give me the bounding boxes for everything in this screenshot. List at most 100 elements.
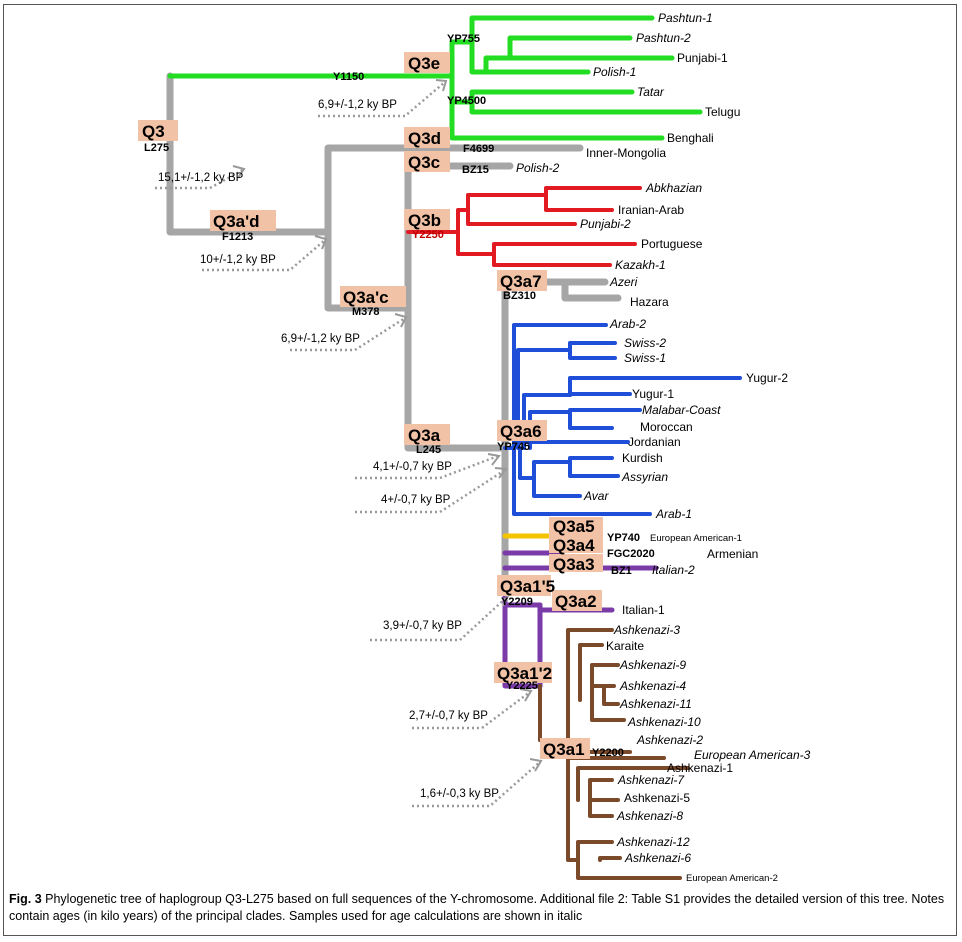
clade-q3c: Q3c xyxy=(408,153,440,172)
snp-y2200: Y2200 xyxy=(592,747,624,759)
leaf-ashkenazi-10: Ashkenazi-10 xyxy=(627,715,701,729)
clade-q3ad: Q3a'd xyxy=(213,212,260,231)
leaf-european-american-3: European American-3 xyxy=(694,748,811,762)
clade-q3a5: Q3a5 xyxy=(553,517,595,536)
snp-l275: L275 xyxy=(144,142,169,154)
clade-q3a2: Q3a2 xyxy=(555,592,597,611)
leaf-tatar: Tatar xyxy=(637,85,665,99)
leaf-telugu: Telugu xyxy=(705,105,740,119)
snp-yp745: YP745 xyxy=(497,441,530,453)
leaf-european-american-1: European American-1 xyxy=(650,533,742,544)
snp-l245: L245 xyxy=(416,444,441,456)
clade-q3a12: Q3a1'2 xyxy=(497,664,552,683)
leaf-portuguese: Portuguese xyxy=(641,237,703,251)
leaf-inner-mongolia: Inner-Mongolia xyxy=(586,146,666,160)
clade-q3a3: Q3a3 xyxy=(553,555,595,574)
leaf-pashtun-2: Pashtun-2 xyxy=(636,31,691,45)
snp-f4699: F4699 xyxy=(463,143,494,155)
leaf-kurdish: Kurdish xyxy=(622,451,663,465)
leaf-european-american-2: European American-2 xyxy=(686,873,778,884)
snp-yp755: YP755 xyxy=(447,33,480,45)
leaf-ashkenazi-9: Ashkenazi-9 xyxy=(619,658,686,672)
clade-q3a6: Q3a6 xyxy=(500,422,542,441)
clade-q3ac: Q3a'c xyxy=(343,288,389,307)
root-branches xyxy=(166,72,622,584)
leaf-ashkenazi-4: Ashkenazi-4 xyxy=(619,679,686,693)
age-arrows xyxy=(155,81,541,808)
leaf-arab-1: Arab-1 xyxy=(655,507,692,521)
leaf-ashkenazi-8: Ashkenazi-8 xyxy=(616,809,683,823)
leaf-ashkenazi-5: Ashkenazi-5 xyxy=(624,791,690,805)
snp-labels: L275 Y1150 YP755 YP4500 F4699 BZ15 Y2250… xyxy=(144,33,655,759)
snp-yp740: YP740 xyxy=(607,532,640,544)
clade-q3a1: Q3a1 xyxy=(543,740,585,759)
clade-q3a7: Q3a7 xyxy=(500,272,542,291)
age-q3a12: 2,7+/-0,7 ky BP xyxy=(409,710,488,722)
clade-names: Q3 Q3e Q3d Q3c Q3b Q3a'd Q3a'c Q3a7 Q3a … xyxy=(142,54,597,759)
snp-m378: M378 xyxy=(352,306,380,318)
leaf-polish-1: Polish-1 xyxy=(593,65,636,79)
age-q3a1: 1,6+/-0,3 ky BP xyxy=(420,788,499,800)
age-q3: 15,1+/-1,2 ky BP xyxy=(158,172,244,184)
leaf-polish-2: Polish-2 xyxy=(516,161,560,175)
clade-q3b: Q3b xyxy=(408,211,441,230)
age-q3ad: 10+/-1,2 ky BP xyxy=(200,254,276,266)
leaf-yugur-2: Yugur-2 xyxy=(746,371,788,385)
snp-yp4500: YP4500 xyxy=(447,95,486,107)
leaf-pashtun-1: Pashtun-1 xyxy=(658,11,713,25)
snp-y2225: Y2225 xyxy=(506,680,538,692)
leaf-hazara: Hazara xyxy=(630,295,669,309)
leaf-ashkenazi-11: Ashkenazi-11 xyxy=(619,697,692,711)
clade-q3a: Q3a xyxy=(408,426,441,445)
clade-q3e: Q3e xyxy=(408,54,440,73)
leaf-yugur-1: Yugur-1 xyxy=(632,387,674,401)
snp-fgc2020: FGC2020 xyxy=(607,548,655,560)
leaf-ashkenazi-7: Ashkenazi-7 xyxy=(617,773,685,787)
leaf-kazakh-1: Kazakh-1 xyxy=(615,258,666,272)
age-arrowheads xyxy=(232,79,543,772)
leaf-arab-2: Arab-2 xyxy=(609,317,646,331)
figure-caption: Fig. 3 Phylogenetic tree of haplogroup Q… xyxy=(9,891,949,925)
clade-q3d: Q3d xyxy=(408,129,441,148)
leaf-karaite: Karaite xyxy=(606,639,644,653)
leaf-ashkenazi-12: Ashkenazi-12 xyxy=(616,835,690,849)
snp-y2209: Y2209 xyxy=(501,596,533,608)
leaf-swiss-1: Swiss-1 xyxy=(624,351,666,365)
q3e-branches xyxy=(167,15,703,141)
q3b-branches xyxy=(406,186,642,267)
snp-y2250: Y2250 xyxy=(412,229,444,241)
snp-f1213: F1213 xyxy=(222,231,253,243)
leaf-jordanian: Jordanian xyxy=(628,435,681,449)
leaf-italian-1: Italian-1 xyxy=(622,603,665,617)
leaf-italian-2: Italian-2 xyxy=(652,563,695,577)
age-q3e: 6,9+/-1,2 ky BP xyxy=(318,99,397,111)
leaf-labels: Pashtun-1 Pashtun-2 Punjabi-1 Polish-1 T… xyxy=(516,11,811,884)
clade-q3a4: Q3a4 xyxy=(553,536,595,555)
leaf-ashkenazi-1: Ashkenazi-1 xyxy=(667,761,733,775)
leaf-malabar-coast: Malabar-Coast xyxy=(642,403,721,417)
leaf-punjabi-2: Punjabi-2 xyxy=(580,217,631,231)
snp-bz310: BZ310 xyxy=(503,290,536,302)
leaf-swiss-2: Swiss-2 xyxy=(624,336,666,350)
leaf-azeri: Azeri xyxy=(609,275,638,289)
age-q3a6: 4+/-0,7 ky BP xyxy=(381,494,451,506)
snp-bz15: BZ15 xyxy=(462,164,489,176)
age-labels: 6,9+/-1,2 ky BP 15,1+/-1,2 ky BP 10+/-1,… xyxy=(158,99,499,800)
age-q3ac: 6,9+/-1,2 ky BP xyxy=(281,333,360,345)
figure-frame xyxy=(3,4,957,936)
leaf-punjabi-1: Punjabi-1 xyxy=(677,51,728,65)
leaf-ashkenazi-6: Ashkenazi-6 xyxy=(624,851,691,865)
q3a6-branches xyxy=(503,323,742,516)
leaf-ashkenazi-2: Ashkenazi-2 xyxy=(636,733,703,747)
caption-label: Fig. 3 xyxy=(9,892,42,906)
leaf-ashkenazi-3: Ashkenazi-3 xyxy=(613,623,680,637)
age-q3a15: 3,9+/-0,7 ky BP xyxy=(383,620,462,632)
clade-q3: Q3 xyxy=(142,122,165,141)
snp-bz1: BZ1 xyxy=(611,565,632,577)
leaf-benghali: Benghali xyxy=(667,131,714,145)
clade-tags xyxy=(138,52,603,759)
leaf-iranian-arab: Iranian-Arab xyxy=(618,203,684,217)
age-q3a: 4,1+/-0,7 ky BP xyxy=(373,461,452,473)
